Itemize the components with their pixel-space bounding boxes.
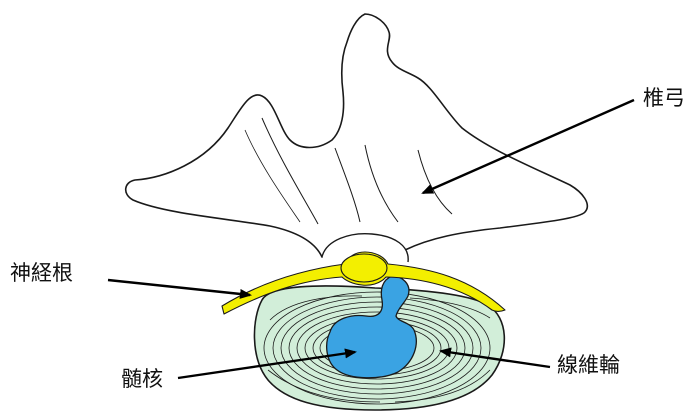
intervertebral-disc [254, 276, 504, 410]
vertebral-arch [126, 14, 588, 262]
label-vertebral-arch: 椎弓 [643, 88, 685, 109]
label-nerve-root: 神経根 [10, 263, 73, 284]
label-annulus: 線維輪 [557, 355, 620, 376]
vertebral-arch-outline [126, 14, 588, 257]
label-nucleus: 髄核 [121, 369, 163, 390]
nerve-root-ganglion [341, 254, 387, 282]
arrow-nerve-root [108, 280, 250, 295]
